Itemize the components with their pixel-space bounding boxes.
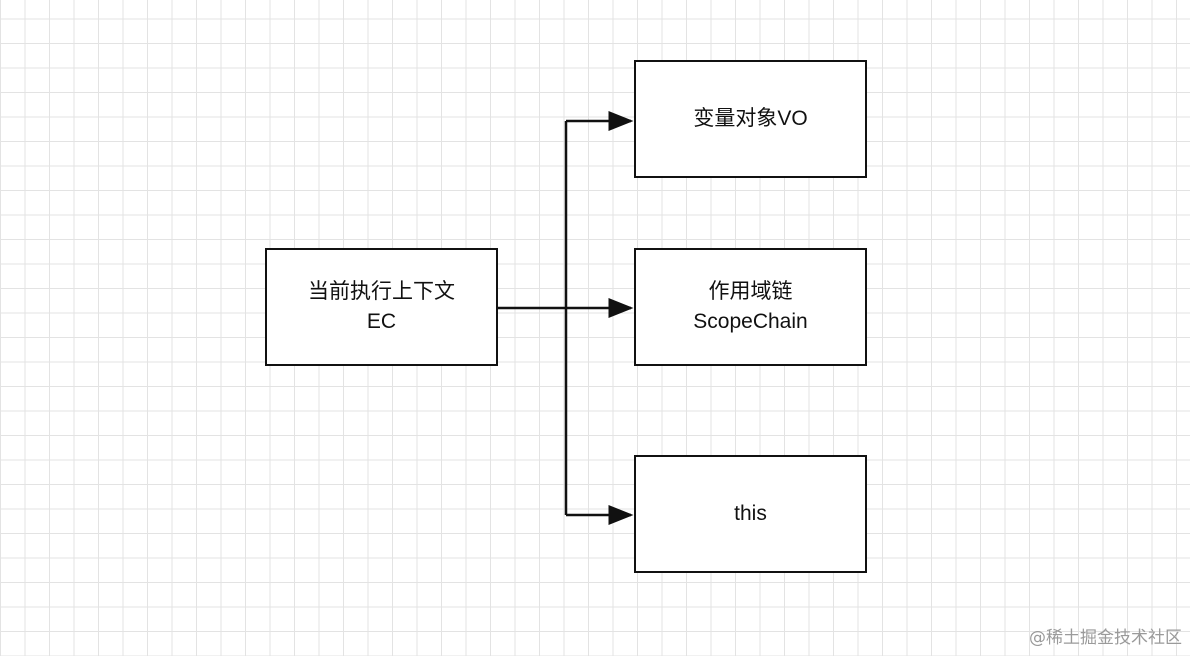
node-execution-context: 当前执行上下文 EC (265, 248, 498, 366)
node-execution-context-label-line2: EC (366, 310, 397, 333)
node-scope-chain-label-line2: ScopeChain (693, 310, 808, 333)
node-variable-object-label: 变量对象VO (693, 107, 808, 130)
node-variable-object: 变量对象VO (634, 60, 867, 178)
node-execution-context-label-line1: 当前执行上下文 (308, 280, 455, 303)
watermark: @稀土掘金技术社区 (1029, 628, 1182, 648)
node-this-label: this (734, 502, 767, 525)
node-scope-chain: 作用域链 ScopeChain (634, 248, 867, 366)
node-scope-chain-label-line1: 作用域链 (708, 280, 793, 303)
node-this: this (634, 455, 867, 573)
